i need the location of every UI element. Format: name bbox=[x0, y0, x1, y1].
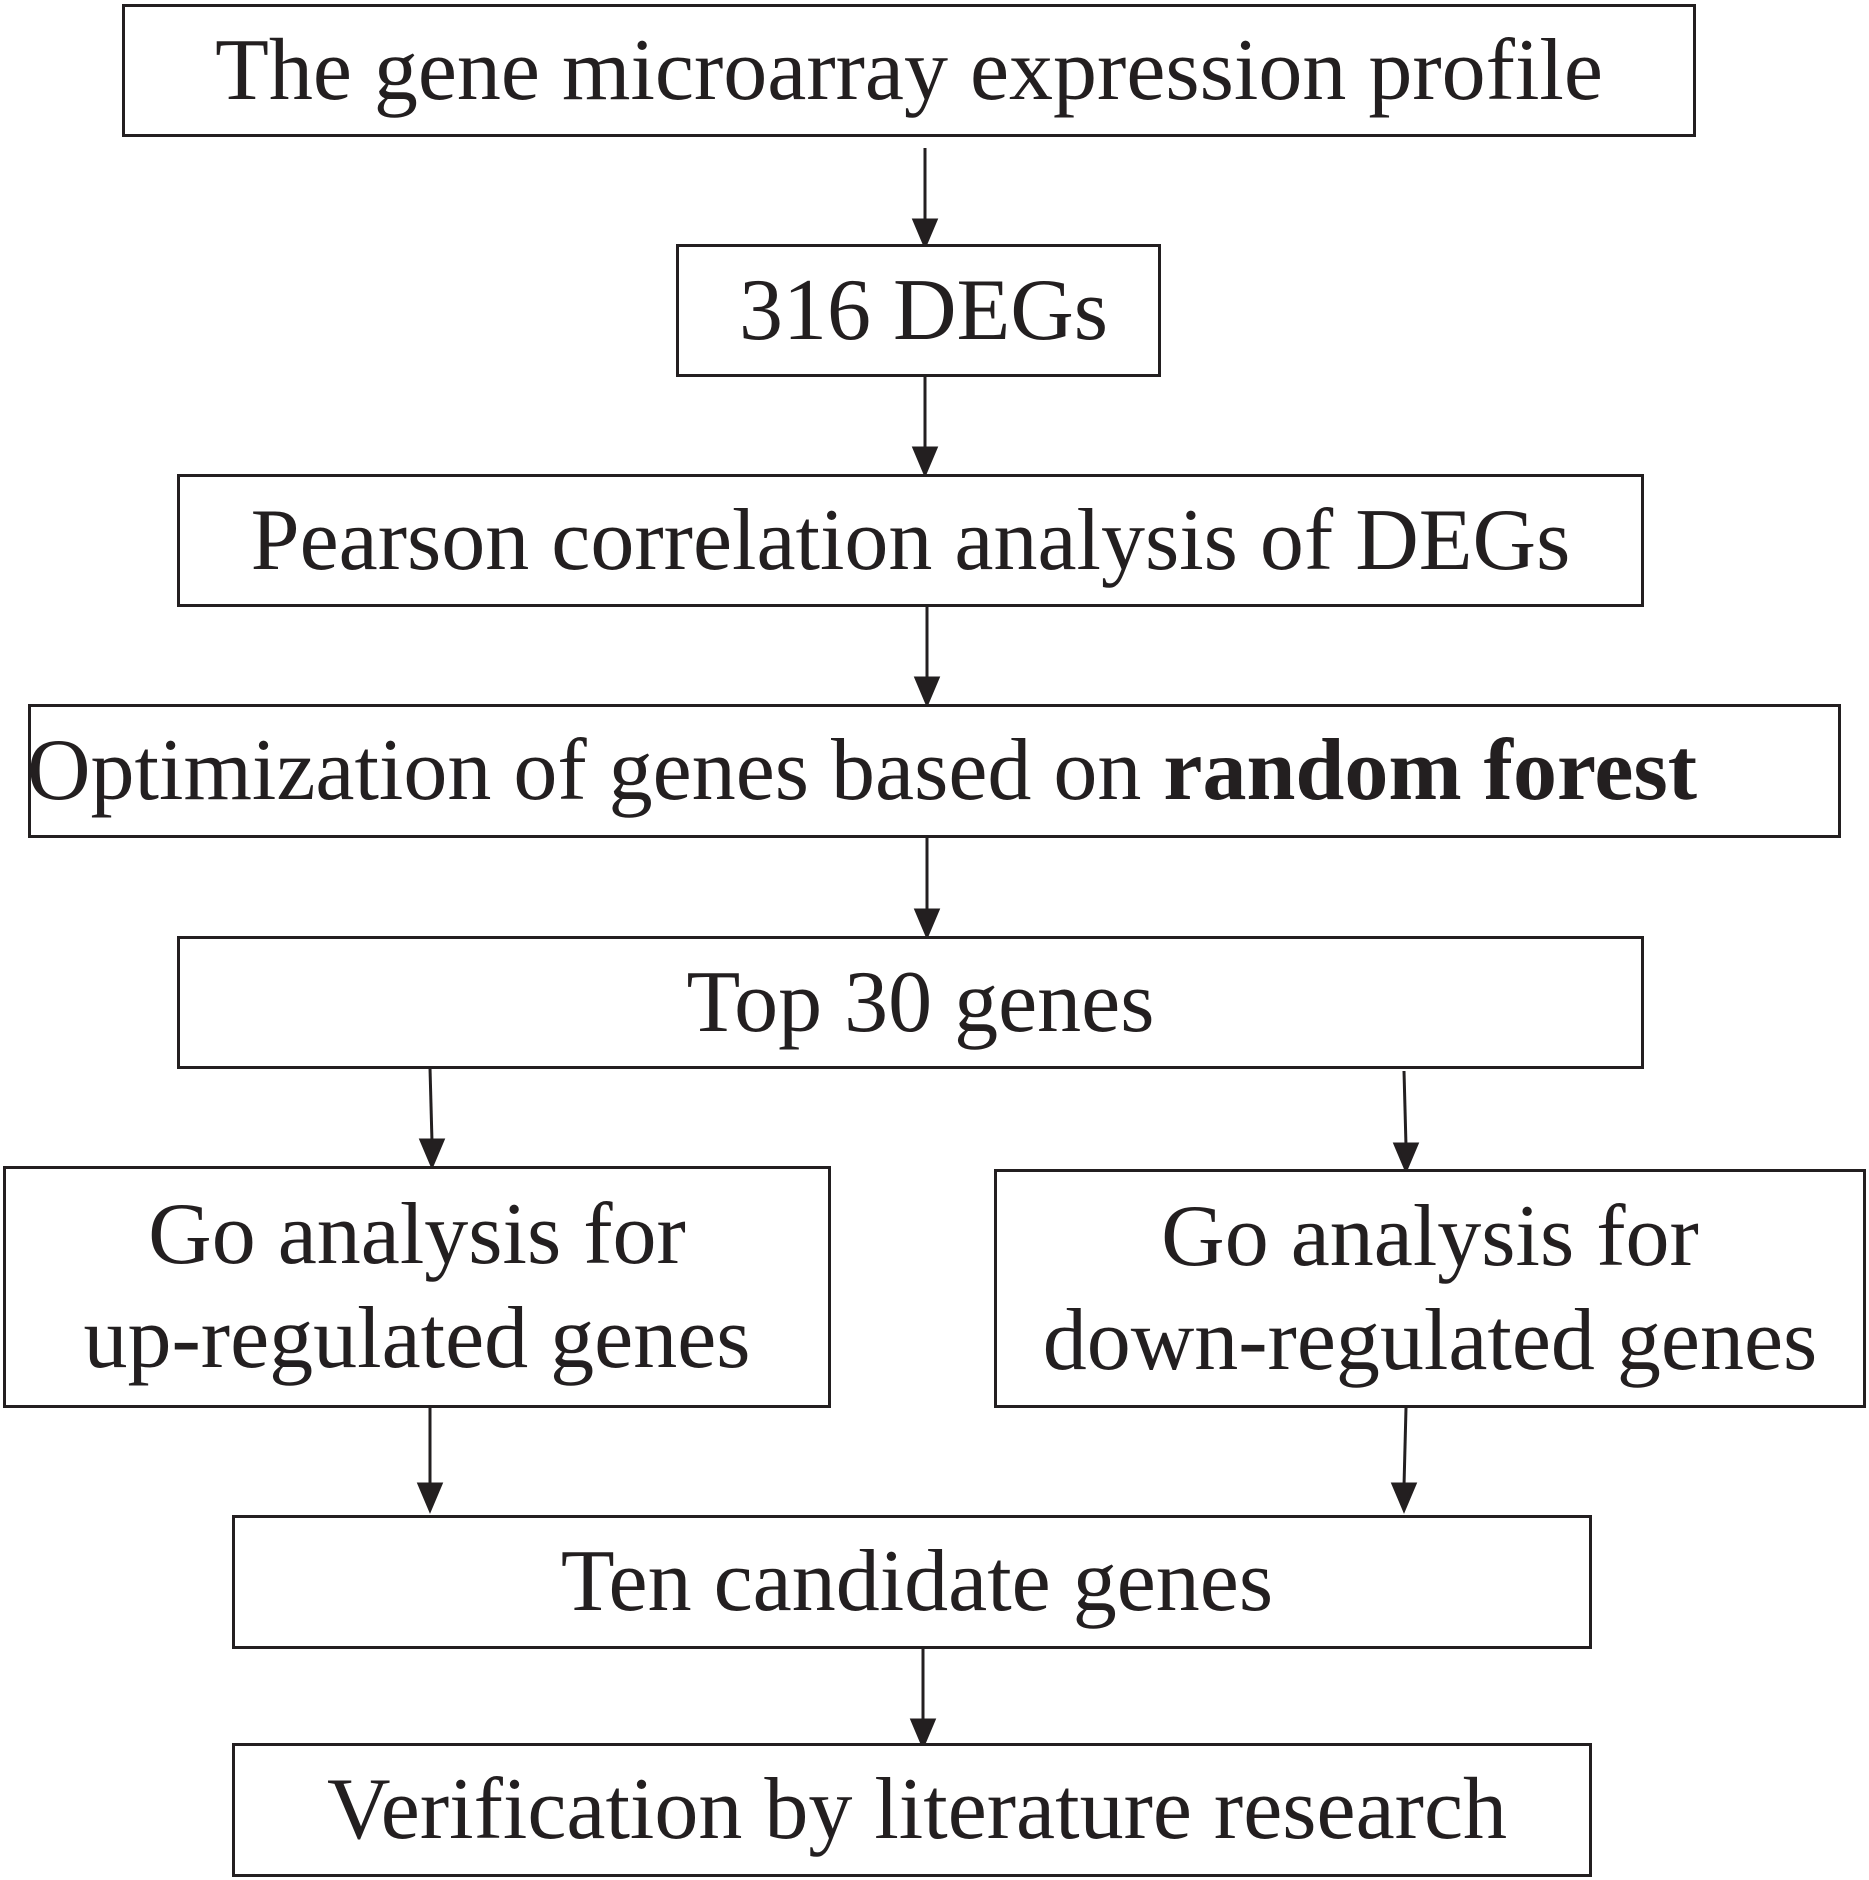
node-random-forest-optimization: Optimization of genes based on random fo… bbox=[27, 704, 1841, 838]
arrow-go-up-to-candidates bbox=[416, 1408, 444, 1514]
arrow-profile-to-degs bbox=[911, 148, 939, 250]
node-literature-verification: Verification by literature research bbox=[232, 1743, 1592, 1877]
node-ten-candidate-genes: Ten candidate genes bbox=[232, 1515, 1592, 1649]
node-label: The gene microarray expression profile bbox=[215, 21, 1603, 119]
arrow-candidates-to-verification bbox=[909, 1648, 937, 1750]
node-316-degs: 316 DEGs bbox=[676, 244, 1161, 377]
arrow-go-down-to-candidates bbox=[1390, 1407, 1418, 1514]
node-label: Optimization of genes based on random fo… bbox=[27, 719, 1697, 823]
node-label-line2: up-regulated genes bbox=[83, 1290, 751, 1387]
node-go-down-regulated: Go analysis for down-regulated genes bbox=[994, 1169, 1866, 1408]
node-label: Ten candidate genes bbox=[560, 1533, 1274, 1631]
arrow-degs-to-pearson bbox=[911, 377, 939, 478]
arrow-top30-to-go-down bbox=[1392, 1070, 1420, 1174]
node-label: Pearson correlation analysis of DEGs bbox=[250, 491, 1571, 589]
node-label: 316 DEGs bbox=[738, 261, 1109, 359]
node-label-line2: down-regulated genes bbox=[1042, 1291, 1818, 1389]
node-label-regular: Optimization of genes based on bbox=[27, 722, 1164, 820]
node-label-bold: random forest bbox=[1163, 722, 1698, 820]
node-label-line1: Go analysis for bbox=[148, 1186, 686, 1284]
node-top-30-genes: Top 30 genes bbox=[177, 936, 1644, 1069]
node-pearson-correlation: Pearson correlation analysis of DEGs bbox=[177, 474, 1644, 607]
node-go-up-regulated: Go analysis for up-regulated genes bbox=[3, 1166, 831, 1408]
node-label: Verification by literature research bbox=[326, 1761, 1508, 1859]
arrow-optimization-to-top30 bbox=[913, 838, 941, 940]
node-label-line1: Go analysis for bbox=[1161, 1187, 1699, 1285]
arrow-pearson-to-optimization bbox=[913, 607, 941, 708]
arrow-top30-to-go-up bbox=[418, 1067, 446, 1170]
node-microarray-profile: The gene microarray expression profile bbox=[122, 4, 1696, 137]
node-label: Top 30 genes bbox=[686, 953, 1155, 1051]
